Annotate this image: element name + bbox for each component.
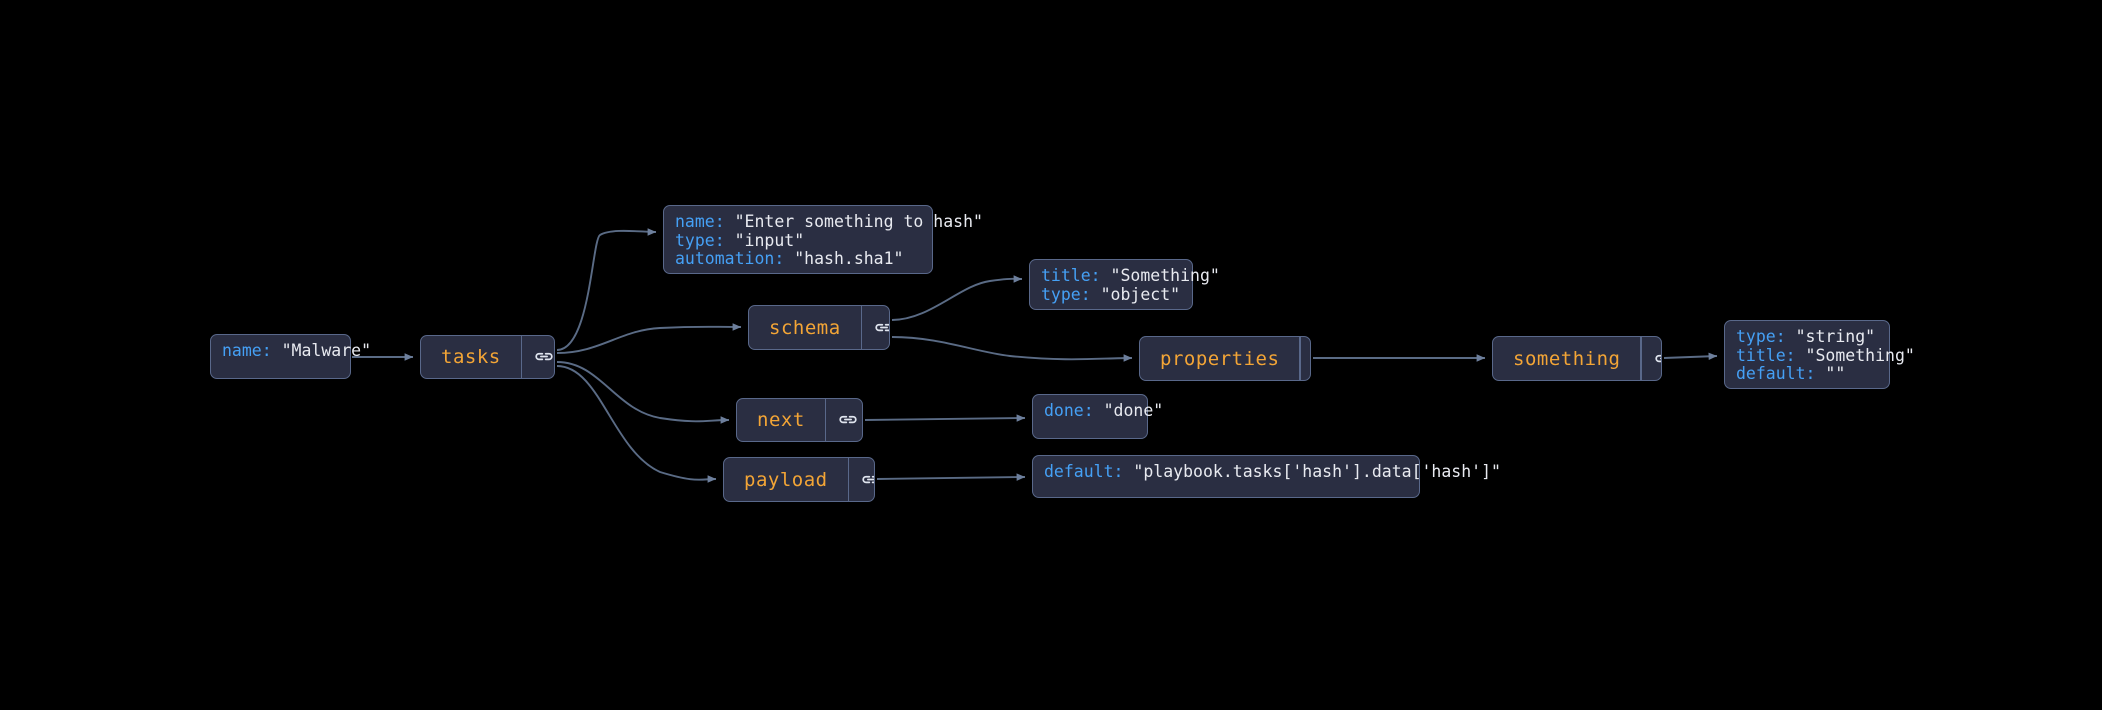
kv-value: "Enter something to hash"	[724, 212, 983, 231]
edge-tasks-to-schema	[556, 323, 742, 354]
node-divider	[860, 306, 863, 349]
kv-row: name: "Enter something to hash"	[675, 212, 983, 232]
edge-schema-to-properties	[891, 336, 1133, 362]
node-next[interactable]: next	[736, 398, 863, 442]
kv-row: type: "string"	[1736, 327, 1878, 347]
kv-key: name:	[222, 341, 272, 360]
kv-key: type:	[675, 230, 725, 250]
kv-key: default:	[1044, 462, 1124, 481]
node-label-schema: schema	[769, 316, 841, 339]
edge-tasks-to-input-task	[556, 228, 657, 351]
kv-value: "hash.sha1"	[784, 249, 904, 268]
leaf-root[interactable]: name: "Malware"	[210, 334, 371, 379]
kv-value: "input"	[724, 230, 805, 250]
link-icon	[875, 323, 889, 331]
leaf-input-task[interactable]: name: "Enter something to hash"type: "in…	[663, 205, 983, 274]
kv-row: type: "input"	[675, 230, 921, 251]
node-something[interactable]: something	[1492, 336, 1662, 381]
node-tasks[interactable]: tasks	[420, 335, 555, 379]
node-properties[interactable]: properties	[1139, 336, 1311, 381]
kv-key: type:	[1736, 327, 1786, 346]
node-divider	[1640, 337, 1642, 380]
kv-row: type: "object"	[1041, 284, 1181, 305]
node-link-handle-properties[interactable]	[1301, 337, 1310, 380]
node-label-next: next	[757, 409, 805, 431]
node-divider	[520, 336, 523, 378]
kv-row: default: "playbook.tasks['hash'].data['h…	[1044, 462, 1501, 482]
node-label-tasks: tasks	[441, 346, 501, 368]
kv-value: "string"	[1785, 327, 1876, 346]
kv-row: name: "Malware"	[222, 341, 371, 361]
kv-value: ""	[1815, 364, 1846, 383]
node-schema[interactable]: schema	[748, 305, 890, 350]
link-icon	[1655, 354, 1661, 362]
link-icon	[535, 352, 553, 361]
kv-value: "object"	[1090, 284, 1181, 304]
node-link-handle-payload[interactable]	[849, 458, 874, 501]
node-divider	[824, 399, 827, 441]
edge-payload-to-payload-val	[876, 473, 1026, 481]
kv-key: title:	[1041, 266, 1101, 285]
node-link-handle-tasks[interactable]	[522, 336, 554, 378]
edge-tasks-to-payload	[556, 365, 717, 483]
kv-value: "done"	[1093, 401, 1164, 420]
node-label-payload: payload	[744, 468, 828, 491]
leaf-schema-meta[interactable]: title: "Something"type: "object"	[1029, 259, 1220, 310]
edge-something-to-string-prop	[1663, 352, 1718, 361]
leaf-payload-val[interactable]: default: "playbook.tasks['hash'].data['h…	[1032, 455, 1501, 498]
kv-key: default:	[1736, 364, 1816, 383]
kv-key: name:	[675, 212, 725, 231]
kv-row: done: "done"	[1044, 401, 1163, 421]
link-icon	[839, 415, 857, 424]
edge-tasks-to-next	[556, 361, 730, 424]
kv-row: default: ""	[1736, 364, 1878, 384]
kv-value: "Something"	[1795, 345, 1915, 365]
leaf-done[interactable]: done: "done"	[1032, 394, 1163, 439]
kv-key: done:	[1044, 401, 1094, 420]
node-divider	[847, 458, 850, 501]
node-link-handle-schema[interactable]	[862, 306, 889, 349]
node-link-handle-something[interactable]	[1642, 337, 1661, 380]
kv-value: "Something"	[1100, 266, 1220, 285]
edge-schema-to-schema-meta	[891, 275, 1023, 321]
kv-row: automation: "hash.sha1"	[675, 249, 921, 269]
kv-value: "playbook.tasks['hash'].data['hash']"	[1123, 462, 1501, 481]
kv-value: "Malware"	[271, 341, 372, 360]
node-label-something: something	[1513, 347, 1621, 370]
kv-key: type:	[1041, 284, 1091, 304]
kv-key: automation:	[675, 249, 785, 268]
edge-next-to-done	[864, 414, 1026, 422]
node-payload[interactable]: payload	[723, 457, 875, 502]
kv-row: title: "Something"	[1041, 266, 1220, 286]
link-icon	[862, 475, 874, 483]
kv-row: title: "Something"	[1736, 345, 1915, 366]
leaf-string-prop[interactable]: type: "string"title: "Something"default:…	[1724, 320, 1915, 389]
kv-key: title:	[1736, 345, 1796, 365]
node-label-properties: properties	[1160, 347, 1280, 370]
node-link-handle-next[interactable]	[826, 399, 862, 441]
node-divider	[1299, 337, 1301, 380]
